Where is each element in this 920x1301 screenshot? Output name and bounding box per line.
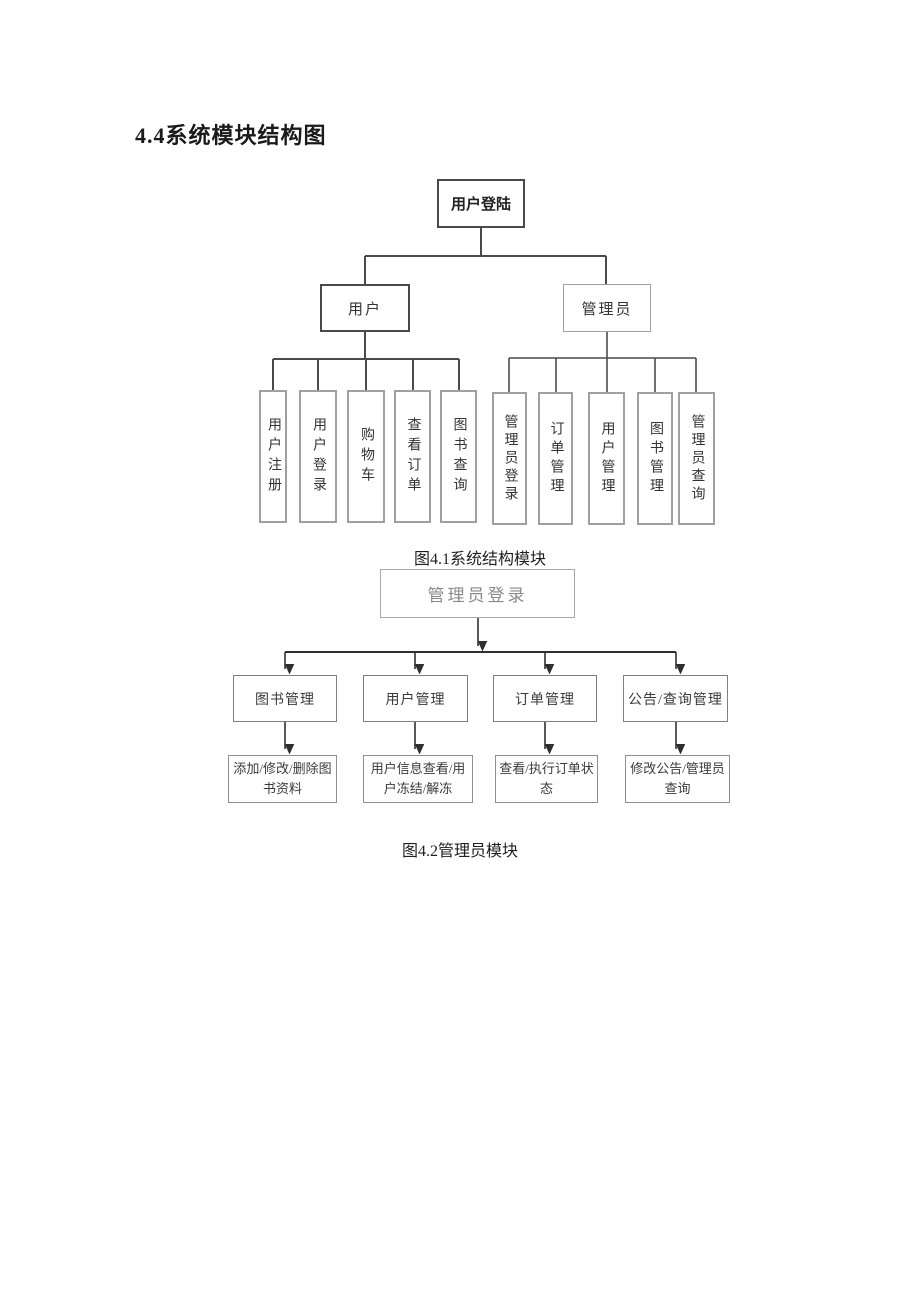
d1-leaf-box-admin-query: 管理员查询 [678,392,715,525]
section-heading: 4.4系统模块结构图 [135,123,327,148]
figure-caption-4-1: 图4.1系统结构模块 [413,551,546,568]
d2-module-box-user-mgmt: 用户管理 [363,675,468,722]
d1-leaf-box-view-orders: 查看订单 [394,390,431,523]
d1-leaf-box-admin-login: 管理员登录 [492,392,527,525]
figure-caption-4-2: 图4.2管理员模块 [401,843,518,860]
d1-branch-box-user: 用户 [320,284,410,332]
d1-leaf-box-book-mgmt: 图书管理 [637,392,673,525]
d2-root-box-admin-login: 管理员登录 [380,569,575,618]
d1-leaf-box-user-login: 用户登录 [299,390,337,523]
d2-module-box-announce-query-mgmt: 公告/查询管理 [623,675,728,722]
d1-branch-box-admin: 管理员 [563,284,651,332]
d1-root-box-user-login: 用户登陆 [437,179,525,228]
d1-leaf-box-user-register: 用户注册 [259,390,287,523]
d1-leaf-box-book-query: 图书查询 [440,390,477,523]
d2-detail-box-book-data: 添加/修改/删除图书资料 [228,755,337,803]
d1-leaf-box-shopping-cart: 购物车 [347,390,385,523]
d2-module-box-book-mgmt: 图书管理 [233,675,337,722]
d2-detail-box-announce-admin-query: 修改公告/管理员查询 [625,755,730,803]
d2-detail-box-user-info: 用户信息查看/用户冻结/解冻 [363,755,473,803]
d1-leaf-box-order-mgmt: 订单管理 [538,392,573,525]
d1-leaf-box-user-mgmt: 用户管理 [588,392,625,525]
d2-detail-box-order-status: 查看/执行订单状态 [495,755,598,803]
d2-module-box-order-mgmt: 订单管理 [493,675,597,722]
